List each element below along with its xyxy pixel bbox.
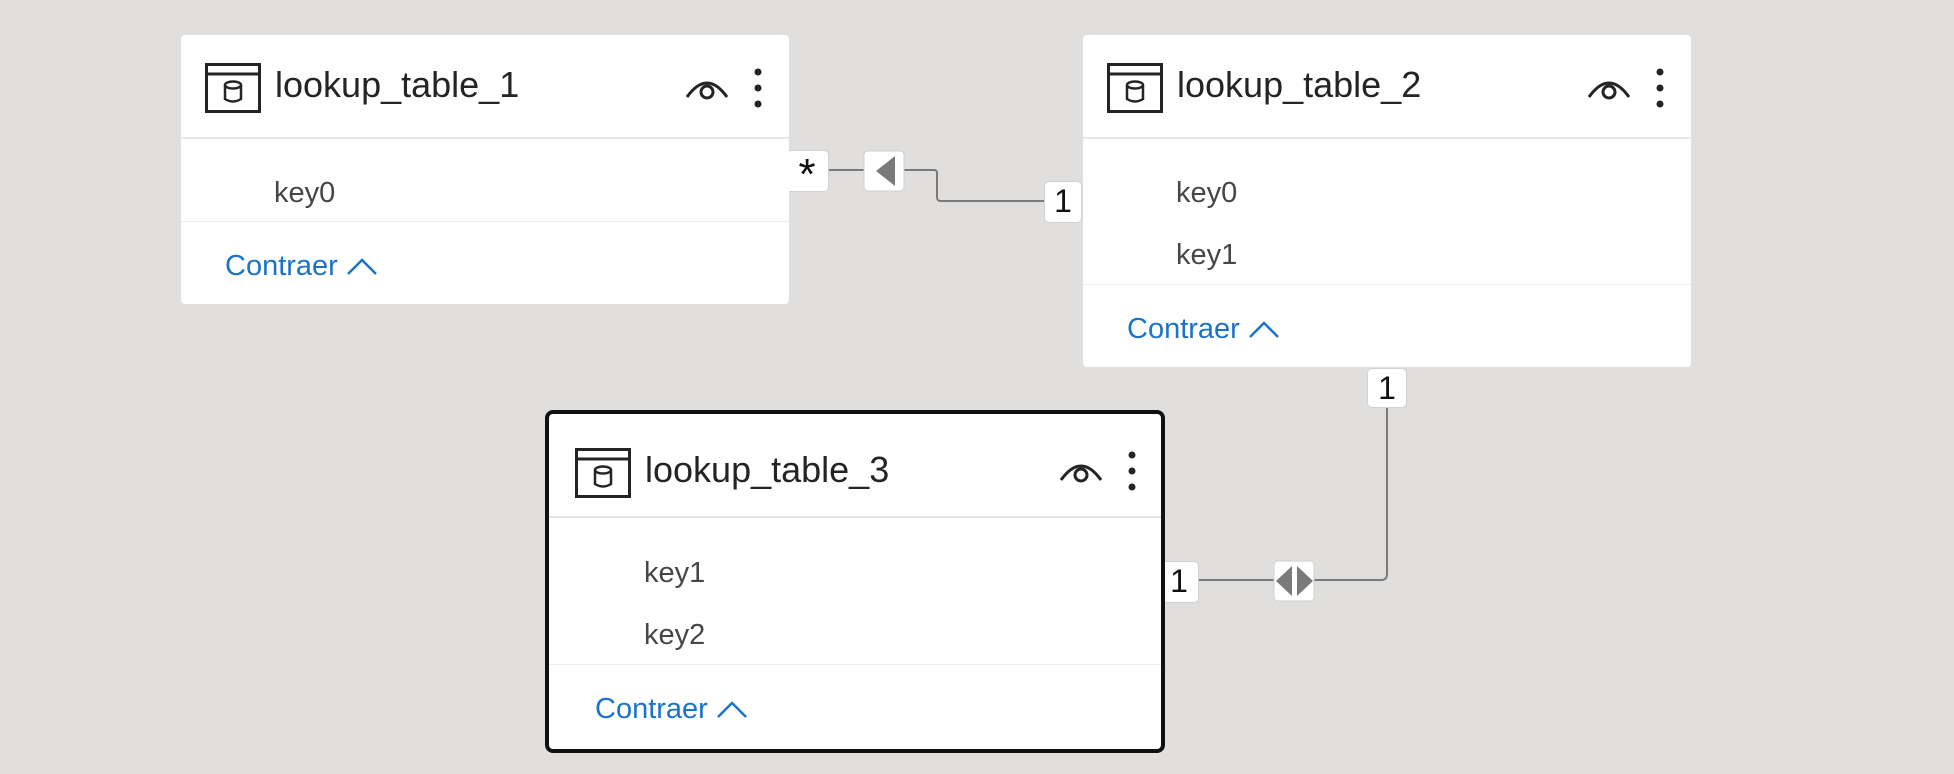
table-card[interactable]: lookup_table_2 key0 key1 Contraer <box>1083 35 1691 367</box>
eye-icon[interactable] <box>1058 456 1104 486</box>
table-card[interactable]: lookup_table_1 key0 Contraer <box>181 35 789 304</box>
table-name: lookup_table_3 <box>645 449 890 490</box>
cardinality-one: 1 <box>1160 562 1198 602</box>
table-header[interactable]: lookup_table_2 <box>1083 35 1691 139</box>
divider <box>181 221 789 222</box>
more-options-icon[interactable] <box>1654 67 1666 109</box>
field-key1[interactable]: key1 <box>644 557 706 589</box>
table-name: lookup_table_1 <box>275 64 520 105</box>
table-header[interactable]: lookup_table_1 <box>181 35 789 139</box>
collapse-button[interactable]: Contraer <box>225 246 378 286</box>
table-icon <box>1107 63 1163 113</box>
chevron-up-icon <box>716 701 747 718</box>
arrow-right-icon <box>1297 566 1313 596</box>
eye-icon[interactable] <box>1586 73 1632 103</box>
collapse-label: Contraer <box>225 250 338 282</box>
field-key0[interactable]: key0 <box>274 177 336 209</box>
more-options-icon[interactable] <box>752 67 764 109</box>
bidirectional-filter-marker <box>1273 560 1315 602</box>
collapse-button[interactable]: Contraer <box>595 689 748 729</box>
field-key0[interactable]: key0 <box>1176 177 1238 209</box>
cardinality-many: * <box>786 151 828 199</box>
table-icon <box>575 448 631 498</box>
arrow-left-icon <box>876 156 895 186</box>
chevron-up-icon <box>1248 321 1279 338</box>
table-header[interactable]: lookup_table_3 <box>549 414 1161 518</box>
divider <box>549 664 1161 665</box>
collapse-button[interactable]: Contraer <box>1127 309 1280 349</box>
eye-icon[interactable] <box>684 73 730 103</box>
collapse-label: Contraer <box>1127 313 1240 345</box>
cardinality-one: 1 <box>1045 182 1081 222</box>
chevron-up-icon <box>346 258 377 275</box>
table-icon <box>205 63 261 113</box>
field-key1[interactable]: key1 <box>1176 239 1238 271</box>
relationship-line-1-2 <box>828 169 1046 202</box>
arrow-left-icon <box>1276 566 1292 596</box>
table-card-selected[interactable]: lookup_table_3 key1 key2 Contraer <box>545 410 1165 753</box>
field-key2[interactable]: key2 <box>644 619 706 651</box>
divider <box>1083 284 1691 285</box>
cardinality-one: 1 <box>1368 369 1406 407</box>
collapse-label: Contraer <box>595 693 708 725</box>
relationship-line-2-3 <box>1198 406 1388 581</box>
table-name: lookup_table_2 <box>1177 64 1422 105</box>
more-options-icon[interactable] <box>1126 450 1138 492</box>
